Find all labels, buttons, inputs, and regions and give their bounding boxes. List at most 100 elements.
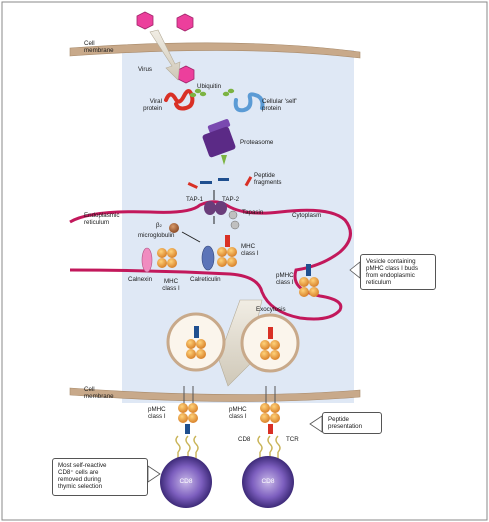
label-ubiquitin: Ubiquitin xyxy=(197,83,222,90)
mhc-domain xyxy=(270,340,280,350)
virus-particle xyxy=(176,13,194,32)
label-pmhc-right: pMHC class I xyxy=(229,406,247,420)
beta2-symbol: β xyxy=(156,222,160,229)
peptide-fragment xyxy=(218,178,229,181)
cellular-self-protein xyxy=(233,92,265,113)
assembly-arrow xyxy=(181,231,201,243)
ubiquitin xyxy=(194,88,202,94)
label-pmhc-vesicle: pMHC class I xyxy=(276,272,294,286)
label-calreticulin: Calreticulin xyxy=(190,276,221,283)
mhc-domain xyxy=(196,339,206,349)
calreticulin xyxy=(201,245,215,271)
label-cd8-receptor: CD8 xyxy=(238,436,251,443)
beta2-subscript: 2 xyxy=(159,223,162,228)
proteasome-output-arrow xyxy=(221,155,227,165)
mhc-domain xyxy=(167,258,177,268)
label-tap1: TAP-1 xyxy=(186,196,204,203)
mhc-domain xyxy=(309,277,319,287)
viral-protein xyxy=(164,89,195,111)
er-membrane xyxy=(69,200,352,321)
beta2-microglobulin xyxy=(169,223,179,233)
vesicle-left xyxy=(166,312,226,372)
virus-entry-arrow xyxy=(149,29,181,81)
callout-peptide-presentation: Peptide presentation xyxy=(322,412,382,434)
peptide-presented xyxy=(268,424,273,434)
tap1 xyxy=(204,201,216,215)
ubiquitin xyxy=(189,92,197,98)
ubiquitin xyxy=(199,91,207,97)
label-mhc-class-i-er: MHC class I xyxy=(241,243,259,257)
ubiquitin xyxy=(222,91,230,97)
label-cellular-self-protein: Cellular 'self' protein xyxy=(262,98,297,112)
cell-membrane-top xyxy=(69,42,361,59)
mhc-domain xyxy=(188,403,198,413)
mhc-domain xyxy=(260,403,270,413)
peptide-fragment xyxy=(187,181,198,189)
label-cd8-cell-left: CD8 xyxy=(179,478,193,485)
mhc-domain xyxy=(178,403,188,413)
mhc-domain xyxy=(309,287,319,297)
peptide-loaded xyxy=(268,327,273,339)
mhc-domain xyxy=(270,413,280,423)
mhc-domain xyxy=(270,403,280,413)
peptide-loaded xyxy=(194,326,199,338)
peptide-loaded xyxy=(225,235,230,247)
mhc-domain xyxy=(299,277,309,287)
label-pmhc-left: pMHC class I xyxy=(148,406,166,420)
mhc-domain xyxy=(260,340,270,350)
calnexin xyxy=(141,247,153,273)
mhc-domain xyxy=(186,349,196,359)
tapasin xyxy=(228,210,238,220)
label-tcr-receptor: TCR xyxy=(286,436,299,443)
mhc-domain xyxy=(178,413,188,423)
proteasome-core xyxy=(202,126,236,158)
peptide-fragment xyxy=(244,176,253,187)
mhc-domain xyxy=(217,257,227,267)
virus-particle xyxy=(177,65,195,84)
label-viral-protein: Viral protein xyxy=(143,98,162,112)
mhc-domain xyxy=(167,248,177,258)
mhc-domain xyxy=(260,413,270,423)
peptide-loaded xyxy=(306,264,311,276)
callout-vesicle: Vesicle containing pMHC class I buds fro… xyxy=(360,254,436,290)
tap2 xyxy=(215,201,227,215)
mhc-domain xyxy=(196,349,206,359)
cd8-t-cell-left xyxy=(160,456,212,508)
peptide-presented xyxy=(185,424,190,434)
mhc-domain xyxy=(217,247,227,257)
tapasin xyxy=(230,220,240,230)
label-cd8-cell-right: CD8 xyxy=(261,478,275,485)
mhc-domain xyxy=(186,339,196,349)
callout-self-reactive: Most self-reactive CD8⁺ cells are remove… xyxy=(52,458,148,496)
mhc-domain xyxy=(227,247,237,257)
ubiquitin xyxy=(227,88,235,94)
label-cell-membrane-top: Cell membrane xyxy=(84,40,114,54)
label-beta2-microglobulin: β2 xyxy=(156,222,162,229)
callout-pointer xyxy=(147,465,161,483)
virus-particle xyxy=(136,11,154,30)
peptide-fragment xyxy=(200,181,212,184)
label-mhc-class-i-lower: MHC class I xyxy=(162,278,180,292)
mhc-domain xyxy=(188,413,198,423)
cd8-t-cell-right xyxy=(242,456,294,508)
label-microglobulin: microglobulin xyxy=(138,232,175,239)
mhc-domain xyxy=(227,257,237,267)
label-proteasome: Proteasome xyxy=(240,139,274,146)
label-virus: Virus xyxy=(138,66,152,73)
label-cell-membrane-bottom: Cell membrane xyxy=(84,386,114,400)
mhc-domain xyxy=(260,350,270,360)
vesicle-right xyxy=(240,313,300,373)
label-exocytosis: Exocytosis xyxy=(256,306,286,313)
label-tapasin: Tapasin xyxy=(242,209,264,216)
mhc-domain xyxy=(157,258,167,268)
label-peptide-fragments: Peptide fragments xyxy=(254,172,282,186)
mhc-domain xyxy=(299,287,309,297)
label-endoplasmic-reticulum: Endoplasmic reticulum xyxy=(84,212,120,226)
proteasome-cap xyxy=(207,119,231,133)
cell-membrane-bottom xyxy=(69,387,361,402)
label-cytoplasm: Cytoplasm xyxy=(292,212,322,219)
mhc-domain xyxy=(157,248,167,258)
mhc-domain xyxy=(270,350,280,360)
label-calnexin: Calnexin xyxy=(128,276,153,283)
label-tap2: TAP-2 xyxy=(222,196,240,203)
